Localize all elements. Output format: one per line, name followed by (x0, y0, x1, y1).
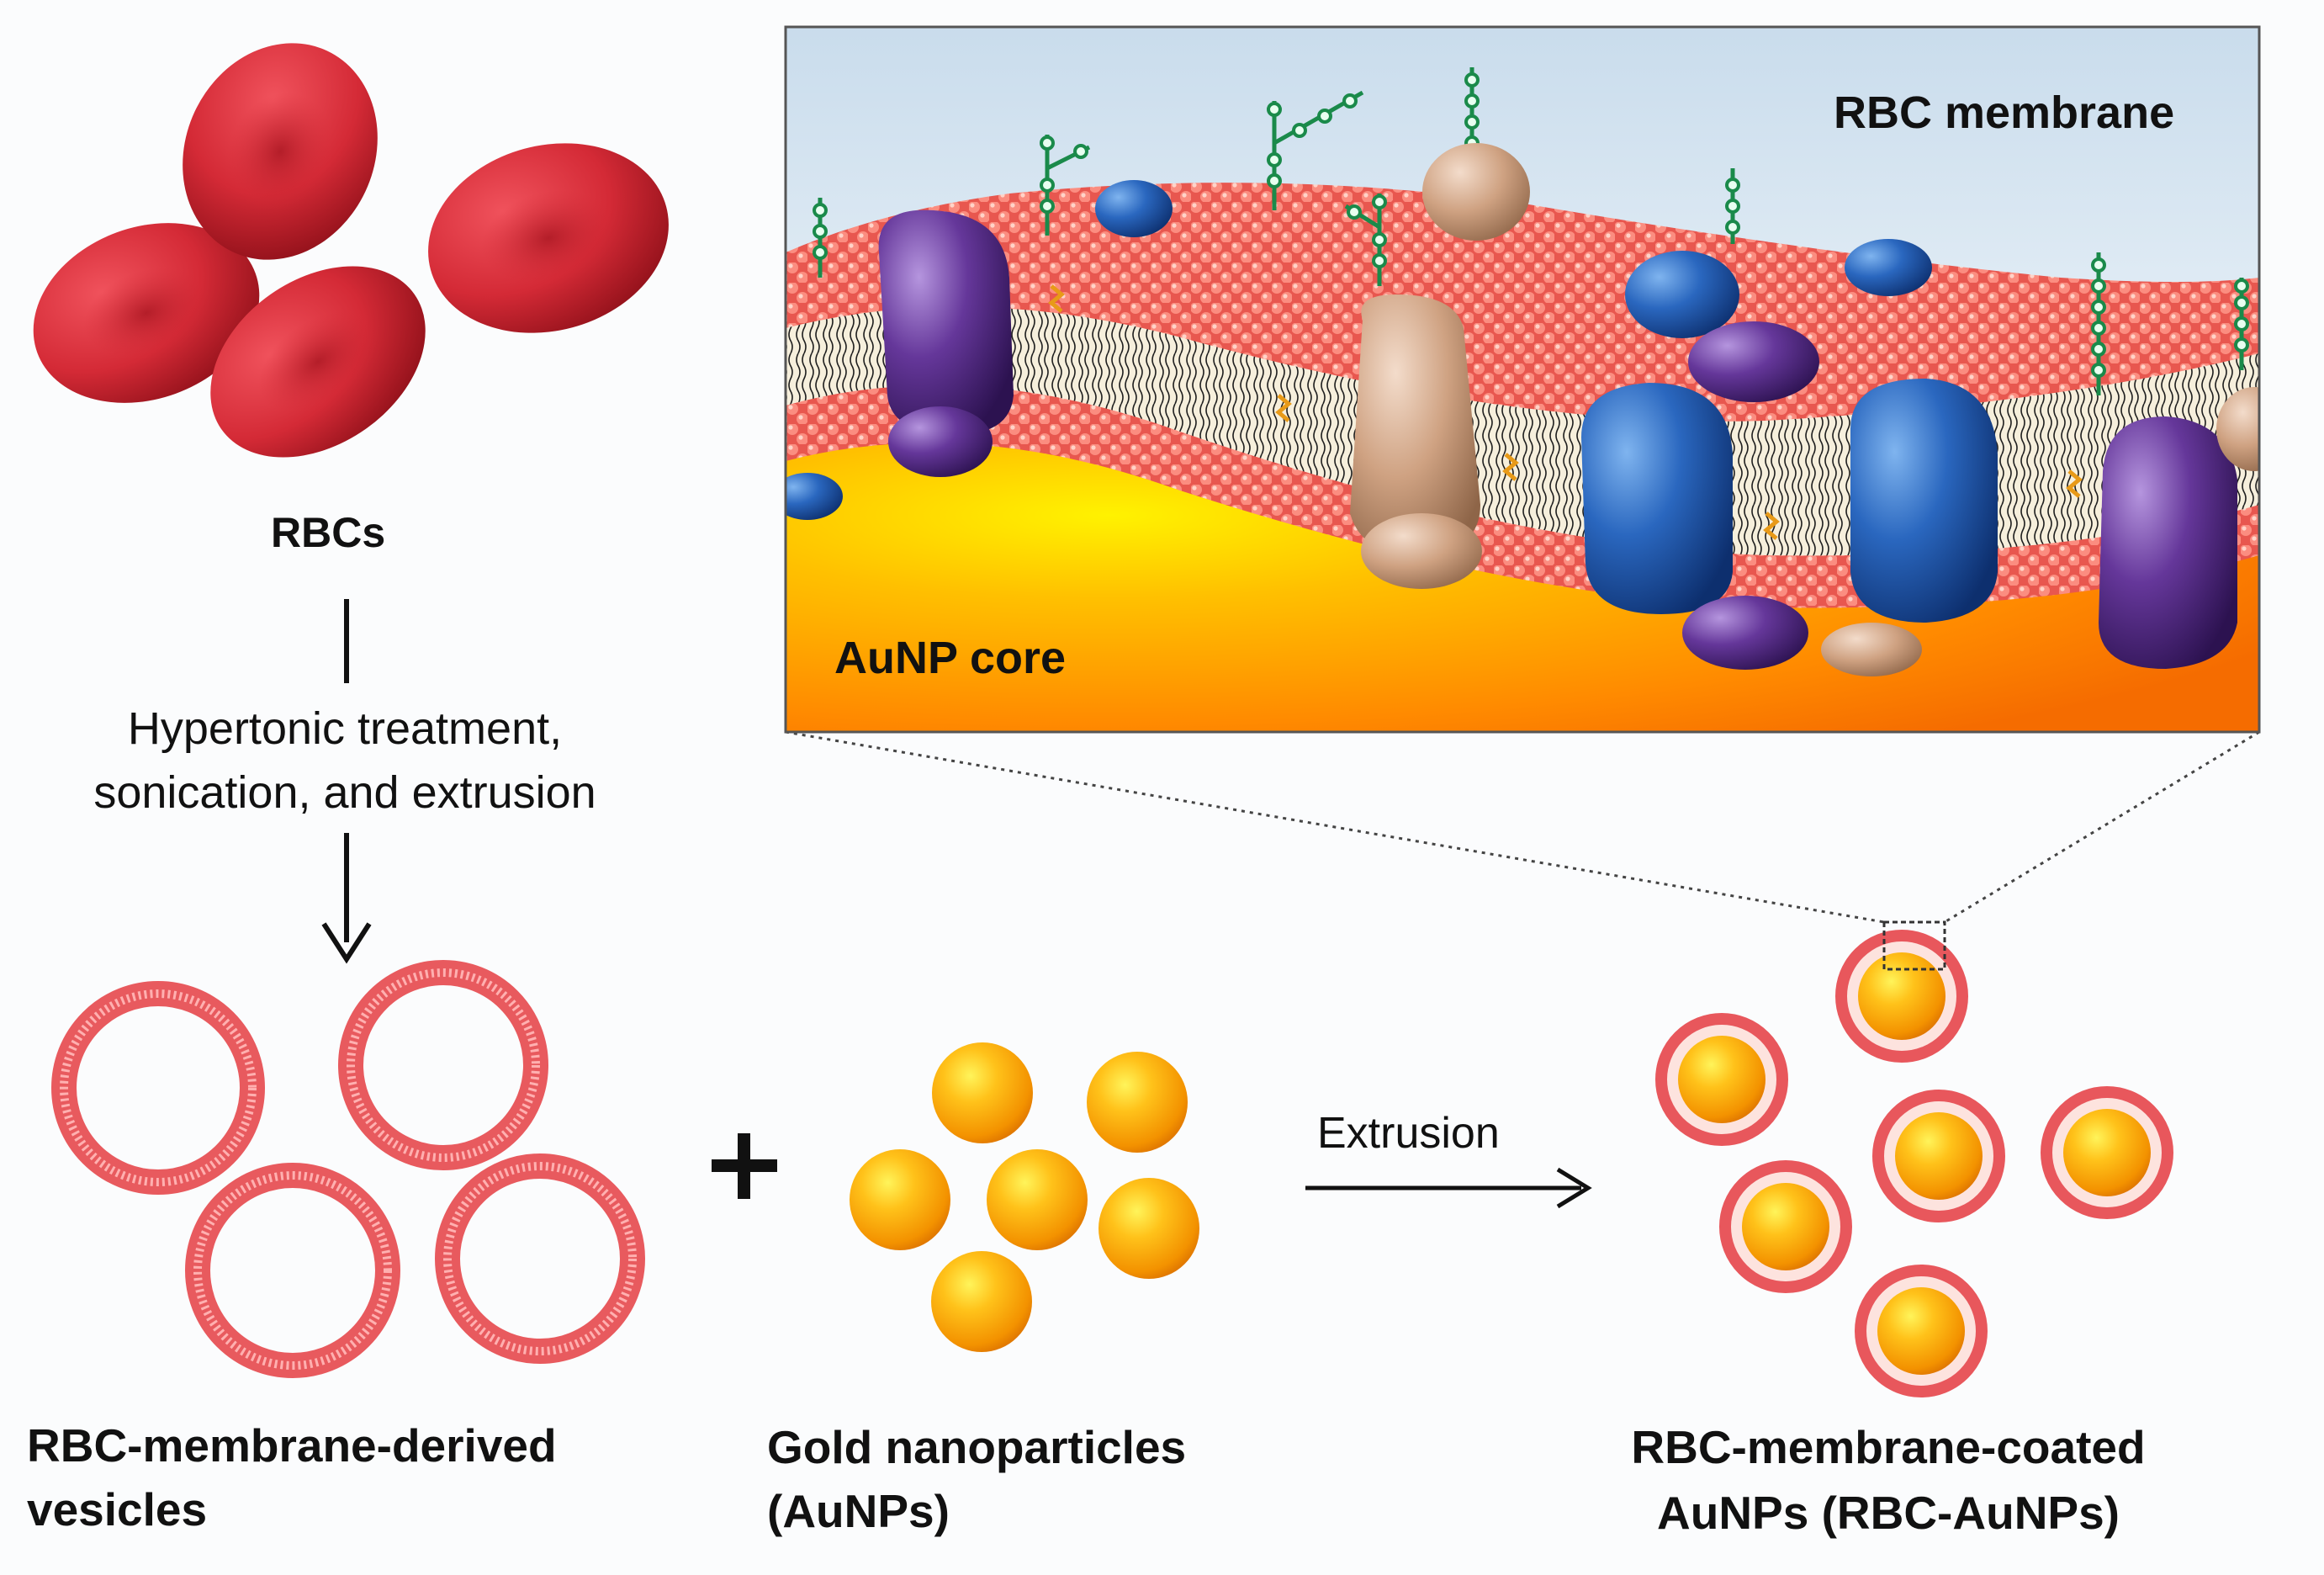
extrusion-arrow (1305, 1167, 1592, 1209)
membrane-protein-icon (1581, 383, 1733, 614)
membrane-protein-icon (1845, 239, 1932, 296)
vesicle-group (51, 960, 645, 1378)
membrane-protein-icon (1625, 251, 1739, 338)
rbc-cluster (33, 43, 669, 458)
vesicle-icon (51, 981, 265, 1195)
membrane-protein-icon (786, 473, 843, 520)
coated-nanoparticle-icon (1835, 930, 1968, 1063)
red-blood-cell-icon (210, 266, 426, 458)
gold-nanoparticle-icon (932, 1042, 1033, 1143)
label-vesicles-line1: RBC-membrane-derived (27, 1419, 557, 1472)
coated-nanoparticle-icon (1872, 1090, 2005, 1222)
label-gold-line2: (AuNPs) (767, 1485, 950, 1537)
label-gold-line1: Gold nanoparticles (767, 1421, 1187, 1473)
membrane-protein-icon (1095, 180, 1173, 237)
vesicle-icon (435, 1153, 645, 1364)
membrane-protein-icon (1350, 294, 1482, 589)
red-blood-cell-icon (33, 223, 260, 403)
label-inset-membrane: RBC membrane (1834, 88, 2175, 138)
membrane-protein-icon (1821, 623, 1922, 676)
zoom-connector-lines (785, 730, 2260, 924)
membrane-inset (786, 27, 2259, 732)
coated-nanoparticle-icon (1719, 1160, 1852, 1293)
membrane-protein-icon (878, 209, 1014, 477)
vesicle-icon (185, 1163, 400, 1378)
vesicle-icon (338, 960, 548, 1170)
coated-nanoparticle-icon (2041, 1086, 2173, 1219)
label-extrusion: Extrusion (1317, 1109, 1500, 1158)
label-coated-line1: RBC-membrane-coated (1631, 1421, 2146, 1473)
coated-nanoparticle-icon (1655, 1013, 1788, 1146)
red-blood-cell-icon (428, 143, 669, 333)
gold-nanoparticle-icon (1087, 1052, 1188, 1153)
label-process-line2: sonication, and extrusion (93, 767, 596, 818)
membrane-protein-icon (2216, 387, 2259, 471)
glycan-beads (813, 72, 2249, 378)
gold-nanoparticle-group (850, 1042, 1199, 1352)
membrane-protein-icon (1688, 321, 1819, 402)
label-vesicles-line2: vesicles (27, 1483, 208, 1535)
cholesterol-markers (1048, 284, 2083, 540)
label-rbcs: RBCs (271, 509, 386, 556)
process-arrow (321, 833, 372, 964)
label-coated-line2: AuNPs (RBC-AuNPs) (1657, 1487, 2120, 1539)
red-blood-cell-icon (183, 43, 378, 260)
gold-nanoparticle-icon (1098, 1178, 1199, 1279)
plus-sign (712, 1133, 777, 1199)
coated-nanoparticle-group (1655, 930, 2173, 1397)
gold-nanoparticle-icon (931, 1251, 1032, 1352)
membrane-inset-frame (784, 25, 2261, 734)
membrane-protein-icon (2099, 416, 2237, 669)
coated-nanoparticle-icon (1855, 1265, 1988, 1397)
gold-nanoparticle-icon (850, 1149, 950, 1250)
membrane-protein-icon (1682, 596, 1808, 670)
label-inset-core: AuNP core (834, 633, 1067, 683)
label-process-line1: Hypertonic treatment, (127, 703, 563, 754)
membrane-protein-icon (1850, 379, 1998, 623)
zoom-region-box (1882, 920, 1946, 971)
membrane-protein-icon (1422, 143, 1530, 241)
gold-nanoparticle-icon (987, 1149, 1088, 1250)
